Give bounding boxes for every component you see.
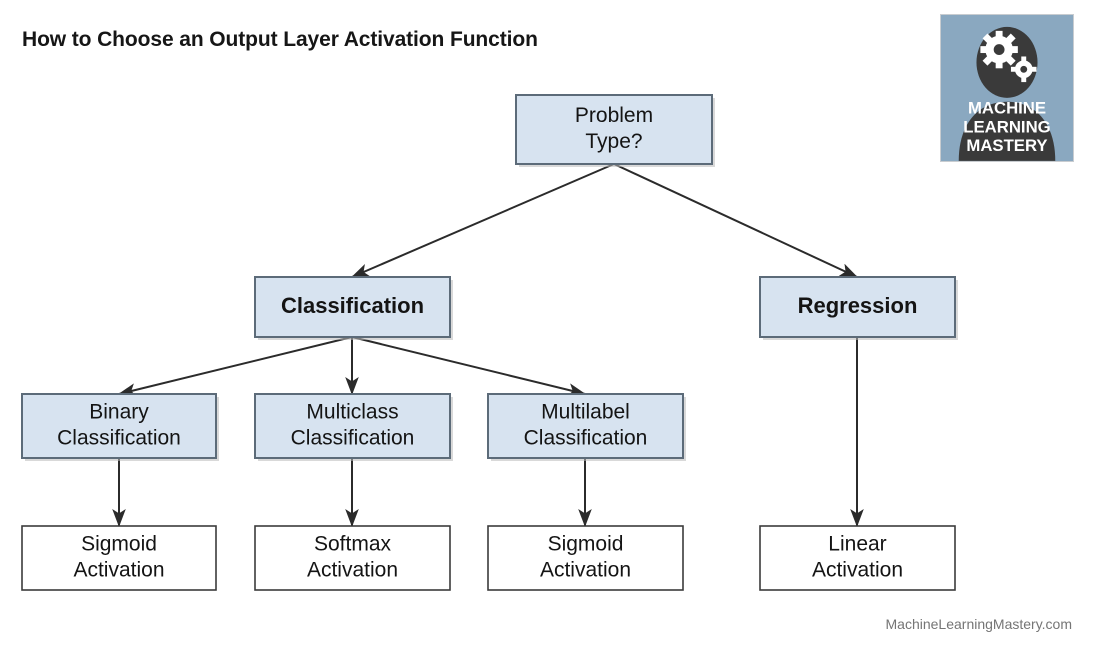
- logo-line-3: MASTERY: [966, 136, 1047, 155]
- node-label: Activation: [540, 559, 631, 582]
- edge-problem-to-classification: [351, 163, 615, 278]
- node-label: Classification: [291, 427, 415, 450]
- node-regression[interactable]: Regression: [759, 276, 958, 340]
- node-label: Binary: [89, 401, 149, 424]
- node-box[interactable]: [759, 525, 956, 591]
- node-box[interactable]: [21, 525, 217, 591]
- node-box[interactable]: [487, 525, 684, 591]
- node-label: Sigmoid: [548, 533, 624, 556]
- node-classification[interactable]: Classification: [254, 276, 453, 340]
- node-box[interactable]: [515, 94, 713, 165]
- logo-svg: MACHINE LEARNING MASTERY: [941, 15, 1073, 161]
- node-label: Type?: [585, 130, 642, 153]
- footer-credit: MachineLearningMastery.com: [885, 616, 1073, 632]
- gear-small-icon: [1010, 56, 1037, 83]
- node-label: Sigmoid: [81, 533, 157, 556]
- node-label: Classification: [57, 427, 181, 450]
- logo-line-1: MACHINE: [968, 99, 1046, 118]
- node-label: Activation: [307, 559, 398, 582]
- node-box[interactable]: [21, 393, 217, 459]
- node-label: Linear: [828, 533, 886, 556]
- connector-layer: [112, 163, 864, 527]
- node-box[interactable]: [759, 276, 956, 338]
- node-label: Softmax: [314, 533, 392, 556]
- node-label: Classification: [281, 293, 424, 318]
- node-label: Problem: [575, 104, 653, 127]
- node-label: Activation: [73, 559, 164, 582]
- gear-large-icon: [980, 30, 1018, 69]
- node-label: Regression: [798, 293, 918, 318]
- machine-learning-mastery-logo: MACHINE LEARNING MASTERY: [940, 14, 1074, 162]
- node-box[interactable]: [487, 393, 684, 459]
- node-box[interactable]: [254, 276, 451, 338]
- logo-line-2: LEARNING: [963, 117, 1050, 136]
- node-box[interactable]: [254, 525, 451, 591]
- node-box[interactable]: [254, 393, 451, 459]
- edge-classification-to-multilabel: [351, 336, 586, 397]
- node-label: Activation: [812, 559, 903, 582]
- node-label: Classification: [524, 427, 648, 450]
- edge-problem-to-regression: [613, 163, 858, 278]
- node-label: Multilabel: [541, 401, 630, 424]
- node-label: Multiclass: [306, 401, 398, 424]
- page-title: How to Choose an Output Layer Activation…: [22, 28, 538, 51]
- edge-classification-to-binary: [118, 336, 353, 397]
